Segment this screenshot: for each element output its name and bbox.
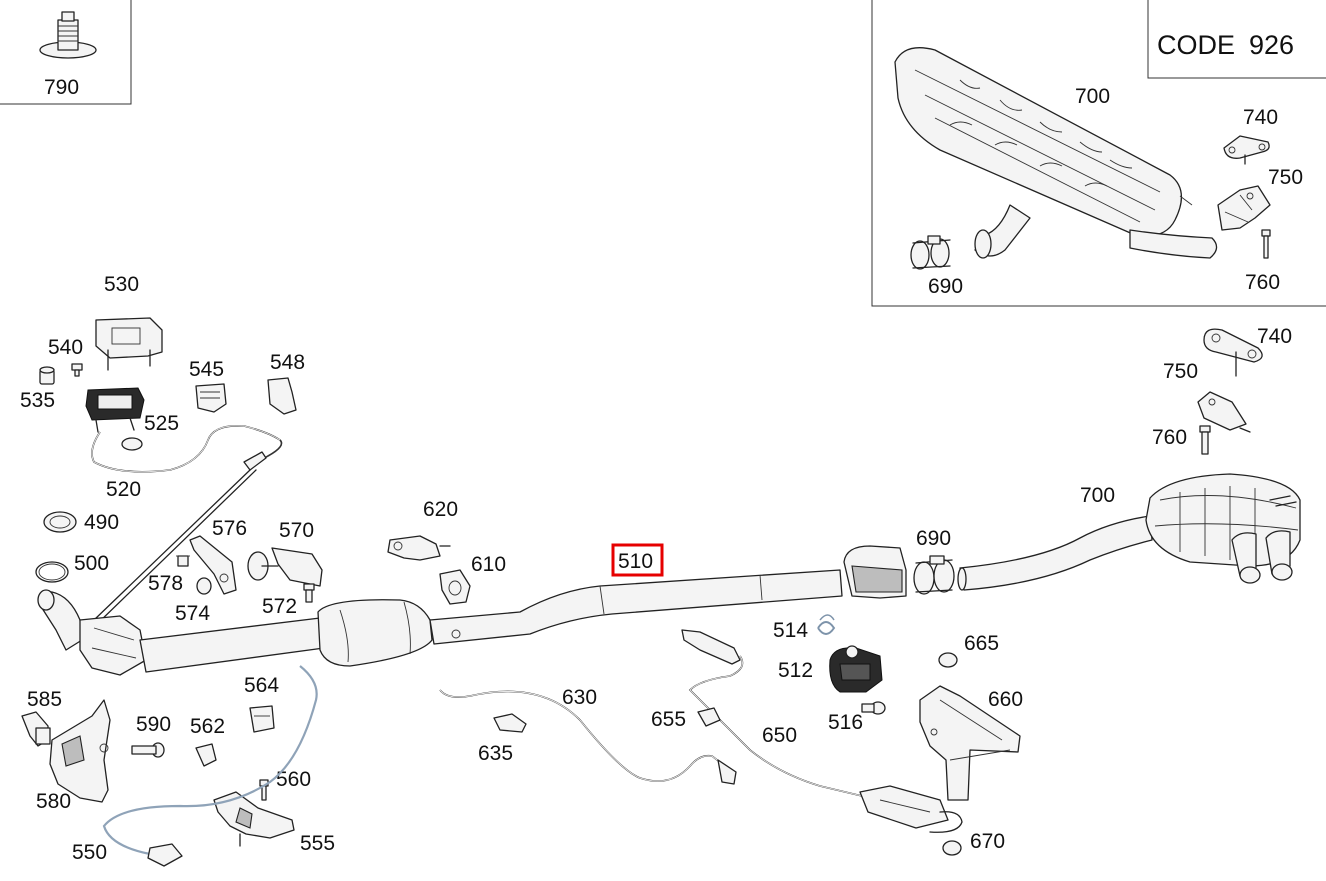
label-512[interactable]: 512 (778, 659, 813, 682)
part-630-sensor-wire[interactable] (439, 689, 737, 785)
part-790-box: 790 (0, 0, 132, 105)
part-512-actuator-icon[interactable] (829, 645, 883, 693)
label-690-inset[interactable]: 690 (928, 275, 963, 298)
label-540[interactable]: 540 (48, 336, 83, 359)
part-690-clamp-icon[interactable] (913, 555, 955, 595)
label-650[interactable]: 650 (762, 724, 797, 747)
label-585[interactable]: 585 (27, 688, 62, 711)
part-635-clip-icon[interactable] (493, 713, 527, 733)
label-572[interactable]: 572 (262, 595, 297, 618)
label-545[interactable]: 545 (189, 358, 224, 381)
label-516[interactable]: 516 (828, 711, 863, 734)
label-530[interactable]: 530 (104, 273, 139, 296)
label-578[interactable]: 578 (148, 572, 183, 595)
main-exhaust-pipe[interactable] (37, 545, 907, 676)
part-535-bushing-icon[interactable] (39, 366, 55, 385)
label-690[interactable]: 690 (916, 527, 951, 550)
part-750-bracket-icon[interactable] (1197, 391, 1251, 433)
part-610-clamp-icon[interactable] (439, 569, 471, 605)
part-700-inset-muffler-icon[interactable] (894, 47, 1218, 259)
part-620-bracket-icon[interactable] (387, 535, 451, 561)
label-514[interactable]: 514 (773, 619, 808, 642)
label-750[interactable]: 750 (1163, 360, 1198, 383)
part-564-clip-icon[interactable] (249, 705, 275, 733)
part-520-sensor-wire[interactable] (91, 424, 283, 626)
part-530-bracket-icon[interactable] (95, 317, 163, 371)
label-740-inset[interactable]: 740 (1243, 106, 1278, 129)
label-790[interactable]: 790 (44, 76, 79, 99)
label-700[interactable]: 700 (1080, 484, 1115, 507)
part-516-screw-icon[interactable] (861, 701, 886, 715)
part-555-bracket-icon[interactable] (213, 791, 295, 847)
label-548[interactable]: 548 (270, 351, 305, 374)
label-580[interactable]: 580 (36, 790, 71, 813)
code-inset: CODE 926 700 740 750 (871, 0, 1326, 307)
part-760-inset-bolt-icon[interactable] (1261, 229, 1271, 259)
part-585-bolt-icon[interactable] (21, 711, 51, 747)
code-label: CODE 926 (1157, 30, 1294, 60)
label-620[interactable]: 620 (423, 498, 458, 521)
label-660[interactable]: 660 (988, 688, 1023, 711)
label-525[interactable]: 525 (144, 412, 179, 435)
part-548-holder-icon[interactable] (267, 377, 297, 415)
part-540-screw-icon[interactable] (71, 363, 83, 377)
label-760-inset[interactable]: 760 (1245, 271, 1280, 294)
part-514-clip-icon[interactable] (817, 614, 836, 635)
label-760[interactable]: 760 (1152, 426, 1187, 449)
label-562[interactable]: 562 (190, 715, 225, 738)
label-490[interactable]: 490 (84, 511, 119, 534)
part-570-hanger-icon[interactable] (247, 547, 323, 587)
part-576-bracket-icon[interactable] (189, 535, 237, 595)
part-545-clip-icon[interactable] (195, 383, 227, 413)
code-number: 926 (1249, 30, 1294, 60)
label-576[interactable]: 576 (212, 517, 247, 540)
label-665[interactable]: 665 (964, 632, 999, 655)
part-760-bolt-icon[interactable] (1199, 425, 1211, 455)
label-655[interactable]: 655 (651, 708, 686, 731)
label-610[interactable]: 610 (471, 553, 506, 576)
label-700-inset[interactable]: 700 (1075, 85, 1110, 108)
part-578-nut-icon[interactable] (176, 555, 190, 567)
label-535[interactable]: 535 (20, 389, 55, 412)
part-750-inset-bracket-icon[interactable] (1217, 185, 1271, 231)
part-490-ring-icon[interactable] (43, 511, 77, 533)
label-500[interactable]: 500 (74, 552, 109, 575)
part-500-seal-icon[interactable] (35, 561, 69, 583)
label-574[interactable]: 574 (175, 602, 210, 625)
part-690-inset-clamp-icon[interactable] (910, 235, 951, 270)
part-550-sensor-wire[interactable] (102, 665, 318, 867)
part-790-bolt-icon[interactable] (39, 11, 97, 59)
label-564[interactable]: 564 (244, 674, 279, 697)
part-574-nut-icon[interactable] (196, 577, 212, 595)
label-750-inset[interactable]: 750 (1268, 166, 1303, 189)
part-650-sensor-wire[interactable] (681, 629, 963, 833)
label-590[interactable]: 590 (136, 713, 171, 736)
part-740-inset-hanger-icon[interactable] (1223, 135, 1270, 165)
label-740[interactable]: 740 (1257, 325, 1292, 348)
part-655-clip-icon[interactable] (697, 707, 721, 727)
part-572-bolt-icon[interactable] (303, 583, 315, 603)
label-520[interactable]: 520 (106, 478, 141, 501)
label-555[interactable]: 555 (300, 832, 335, 855)
label-670[interactable]: 670 (970, 830, 1005, 853)
label-630[interactable]: 630 (562, 686, 597, 709)
part-580-bracket-icon[interactable] (49, 699, 111, 803)
label-550[interactable]: 550 (72, 841, 107, 864)
part-700-rear-muffler-icon[interactable] (957, 473, 1301, 591)
part-590-bolt-icon[interactable] (131, 742, 165, 758)
label-635[interactable]: 635 (478, 742, 513, 765)
part-562-clip-icon[interactable] (195, 743, 217, 767)
code-prefix: CODE (1157, 30, 1235, 60)
part-740-hanger-icon[interactable] (1203, 328, 1263, 377)
label-510[interactable]: 510 (618, 550, 653, 573)
part-525-control-unit-icon[interactable] (85, 387, 145, 451)
part-660-bracket-icon[interactable] (919, 685, 1021, 801)
part-665-nut-icon[interactable] (938, 652, 958, 668)
label-570[interactable]: 570 (279, 519, 314, 542)
highlight-box-510 (611, 543, 664, 577)
label-560[interactable]: 560 (276, 768, 311, 791)
part-670-nut-icon[interactable] (942, 840, 962, 856)
